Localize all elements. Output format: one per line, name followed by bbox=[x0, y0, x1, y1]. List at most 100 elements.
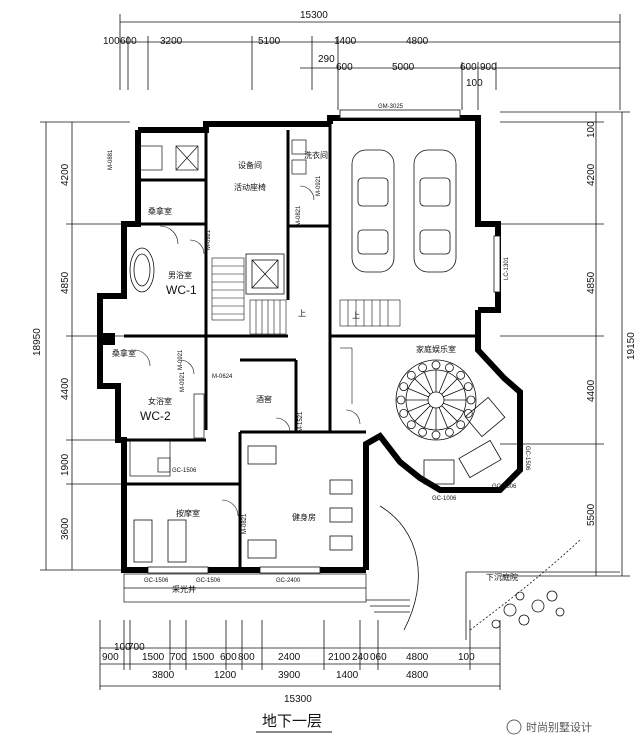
bottom-overall-dim: 15300 bbox=[284, 694, 312, 705]
light-well bbox=[123, 573, 367, 603]
bottom-dim-3: 700 bbox=[128, 642, 145, 653]
bottom-dim-13: 4800 bbox=[406, 652, 429, 663]
top-overall-dim: 15300 bbox=[300, 10, 328, 21]
car-right bbox=[413, 149, 457, 273]
left-dim-5: 3600 bbox=[60, 517, 71, 540]
top-dim-4: 5100 bbox=[258, 36, 281, 47]
tag-m-0921-c: M-0921 bbox=[316, 175, 322, 196]
table-chair bbox=[399, 382, 409, 392]
room-sauna-2: 桑拿室 bbox=[112, 348, 136, 358]
room-massage: 按摩室 bbox=[176, 508, 200, 518]
watermark: 时尚别墅设计 bbox=[506, 719, 592, 735]
top-dim-9: 5000 bbox=[392, 62, 415, 73]
table-chair bbox=[406, 370, 416, 380]
left-dim-4: 1900 bbox=[60, 453, 71, 476]
interior-walls bbox=[124, 124, 478, 570]
sofas bbox=[423, 396, 506, 485]
tag-gc-2400: GC-2400 bbox=[276, 578, 301, 584]
table-chair bbox=[463, 382, 473, 392]
label-sunken-courtyard: 下沉庭院 bbox=[486, 572, 518, 582]
tag-gc-1006: GC-1006 bbox=[432, 496, 457, 502]
tag-m-0921-d: M-0921 bbox=[180, 371, 186, 392]
tag-m-0921-a: M-0921 bbox=[206, 229, 212, 250]
massage-tables bbox=[133, 519, 187, 563]
bottom-dim-16: 1200 bbox=[214, 670, 237, 681]
right-dimensions bbox=[500, 111, 630, 577]
label-stair-up-1: 上 bbox=[298, 309, 306, 318]
table-spoke bbox=[408, 402, 429, 412]
tag-lc-1301: LC-1301 bbox=[504, 256, 510, 280]
bottom-dim-2: 100 bbox=[114, 642, 131, 653]
watermark-text: 时尚别墅设计 bbox=[526, 720, 592, 734]
label-stair-up-2: 上 bbox=[352, 311, 360, 320]
bottom-dim-6: 1500 bbox=[192, 652, 215, 663]
room-laundry: 洗衣间 bbox=[304, 150, 328, 160]
table-chair bbox=[418, 427, 428, 437]
table-chair bbox=[406, 420, 416, 430]
table-chair bbox=[396, 395, 406, 405]
bottom-dim-14: 100 bbox=[458, 652, 475, 663]
bottom-dim-9: 2400 bbox=[278, 652, 301, 663]
left-dimensions bbox=[40, 121, 130, 571]
label-light-well: 采光井 bbox=[172, 584, 196, 594]
round-table bbox=[395, 359, 477, 441]
table-chair bbox=[418, 363, 428, 373]
stairs-garage bbox=[339, 299, 401, 404]
bottom-dim-7: 600 bbox=[220, 652, 237, 663]
room-women-bath: 女浴室 bbox=[148, 396, 172, 406]
table-spoke bbox=[441, 405, 458, 422]
table-chair bbox=[399, 408, 409, 418]
table-chair bbox=[444, 427, 454, 437]
table-spoke bbox=[408, 388, 429, 398]
tag-gm-3025: GM-3025 bbox=[378, 104, 404, 110]
gym-equipment bbox=[247, 445, 353, 559]
right-dim-3: 4850 bbox=[586, 271, 597, 294]
bottom-dim-19: 4800 bbox=[406, 670, 429, 681]
top-dim-12: 100 bbox=[466, 78, 483, 89]
tag-m-0921-b: M-0921 bbox=[178, 349, 184, 370]
table-spoke bbox=[441, 378, 458, 395]
table-chair bbox=[431, 430, 441, 440]
courtyard bbox=[366, 505, 620, 640]
bottom-dim-8: 800 bbox=[238, 652, 255, 663]
top-dim-2: 600 bbox=[120, 36, 137, 47]
room-equipment: 设备间 bbox=[238, 160, 262, 170]
exterior-walls bbox=[97, 115, 523, 573]
bottom-dim-12: 060 bbox=[370, 652, 387, 663]
table-chair bbox=[431, 360, 441, 370]
tag-gc-1506-b: GC-1506 bbox=[196, 578, 221, 584]
left-dim-1: 4200 bbox=[60, 163, 71, 186]
sink-fixtures bbox=[129, 139, 307, 477]
tag-m-0624: M-0624 bbox=[212, 374, 233, 380]
left-dim-2: 4850 bbox=[60, 271, 71, 294]
table-spoke bbox=[438, 407, 448, 428]
table-chair bbox=[456, 370, 466, 380]
room-family-entertainment: 家庭娱乐室 bbox=[416, 344, 456, 354]
windows bbox=[147, 109, 501, 574]
stairs-main bbox=[211, 257, 287, 335]
top-dim-3: 3200 bbox=[160, 36, 183, 47]
wechat-icon bbox=[506, 719, 522, 735]
right-dim-2: 4200 bbox=[586, 163, 597, 186]
label-activity-seat: 活动座椅 bbox=[234, 182, 266, 192]
top-dim-11: 900 bbox=[480, 62, 497, 73]
room-men-bath: 男浴室 bbox=[168, 270, 192, 280]
right-dim-5: 5500 bbox=[586, 503, 597, 526]
table-spoke bbox=[424, 407, 434, 428]
table-chair bbox=[444, 363, 454, 373]
bottom-dim-11: 240 bbox=[352, 652, 369, 663]
table-spoke bbox=[414, 405, 431, 422]
table-spoke bbox=[443, 402, 464, 412]
bathtub bbox=[129, 247, 155, 293]
plan-title: 地下一层 bbox=[262, 712, 322, 730]
bottom-dim-10: 2100 bbox=[328, 652, 351, 663]
tag-gc-1506-d: GC-1506 bbox=[492, 484, 517, 490]
tag-m-0821: M-0821 bbox=[296, 205, 302, 226]
car-left bbox=[351, 149, 395, 273]
top-dim-7: 290 bbox=[318, 54, 335, 65]
bottom-dim-4: 1500 bbox=[142, 652, 165, 663]
bottom-dim-17: 3900 bbox=[278, 670, 301, 681]
room-wc-1: WC-1 bbox=[166, 283, 197, 297]
tag-m-1521: M-1521 bbox=[298, 411, 304, 432]
